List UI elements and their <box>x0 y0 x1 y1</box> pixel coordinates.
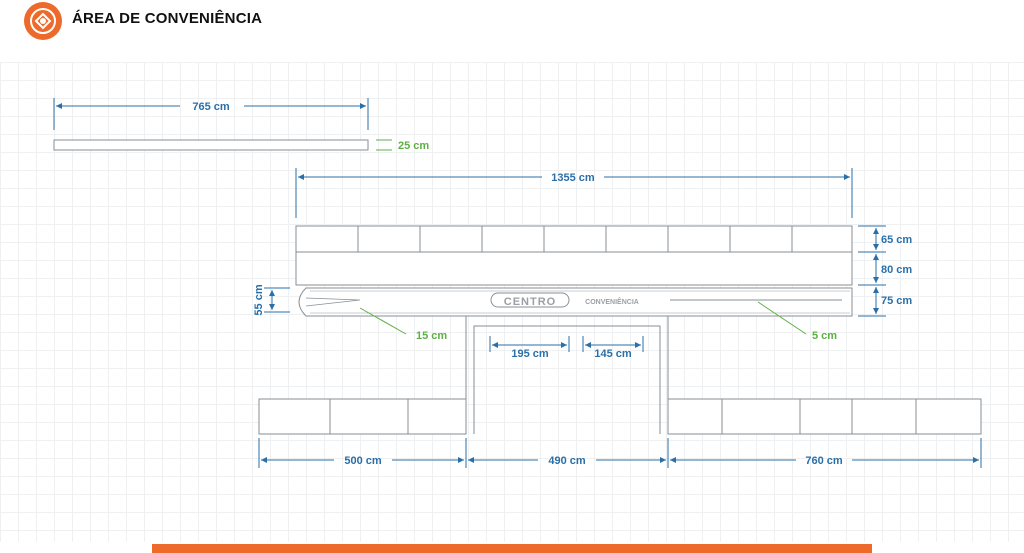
left-offset-label: 15 cm <box>416 330 447 342</box>
base-middle-label: 490 cm <box>548 455 586 467</box>
base-left-label: 500 cm <box>344 455 382 467</box>
sign-logo-badge <box>490 292 570 308</box>
facade-sign-band <box>298 287 853 317</box>
base-right-label: 760 cm <box>805 455 843 467</box>
base-right-panels <box>667 398 982 435</box>
top-strip <box>53 98 392 151</box>
left-cap-dimension <box>264 287 290 313</box>
brand-badge-icon <box>24 2 62 40</box>
sign-brand-text: CENTRO <box>504 296 556 308</box>
left-offset-leader <box>359 307 407 335</box>
facade-top-band <box>295 225 853 253</box>
page-title: ÁREA DE CONVENIÊNCIA <box>72 10 263 27</box>
sign-subtitle-text: CONVENIÊNCIA <box>585 297 639 306</box>
facade-width-label: 1355 cm <box>551 172 595 184</box>
band-bottom-label: 75 cm <box>881 295 912 307</box>
band-top-label: 65 cm <box>881 234 912 246</box>
facade-width-dimension <box>295 168 853 218</box>
top-strip-width-label: 765 cm <box>192 101 230 113</box>
right-vertical-dimensions <box>858 225 886 317</box>
letters-a-label: 195 cm <box>511 348 549 360</box>
footer-accent-bar <box>152 544 872 553</box>
right-offset-leader <box>757 301 807 335</box>
letters-b-label: 145 cm <box>594 348 632 360</box>
facade-middle-band <box>295 251 853 286</box>
band-middle-label: 80 cm <box>881 264 912 276</box>
base-dimensions <box>258 438 982 468</box>
letter-dimensions <box>489 336 644 352</box>
page-header: ÁREA DE CONVENIÊNCIA <box>0 0 1024 44</box>
base-left-panels <box>258 398 467 435</box>
left-cap-label: 55 cm <box>253 284 265 315</box>
entrance-portal <box>465 315 669 434</box>
right-offset-label: 5 cm <box>812 330 837 342</box>
top-strip-height-label: 25 cm <box>398 140 429 152</box>
